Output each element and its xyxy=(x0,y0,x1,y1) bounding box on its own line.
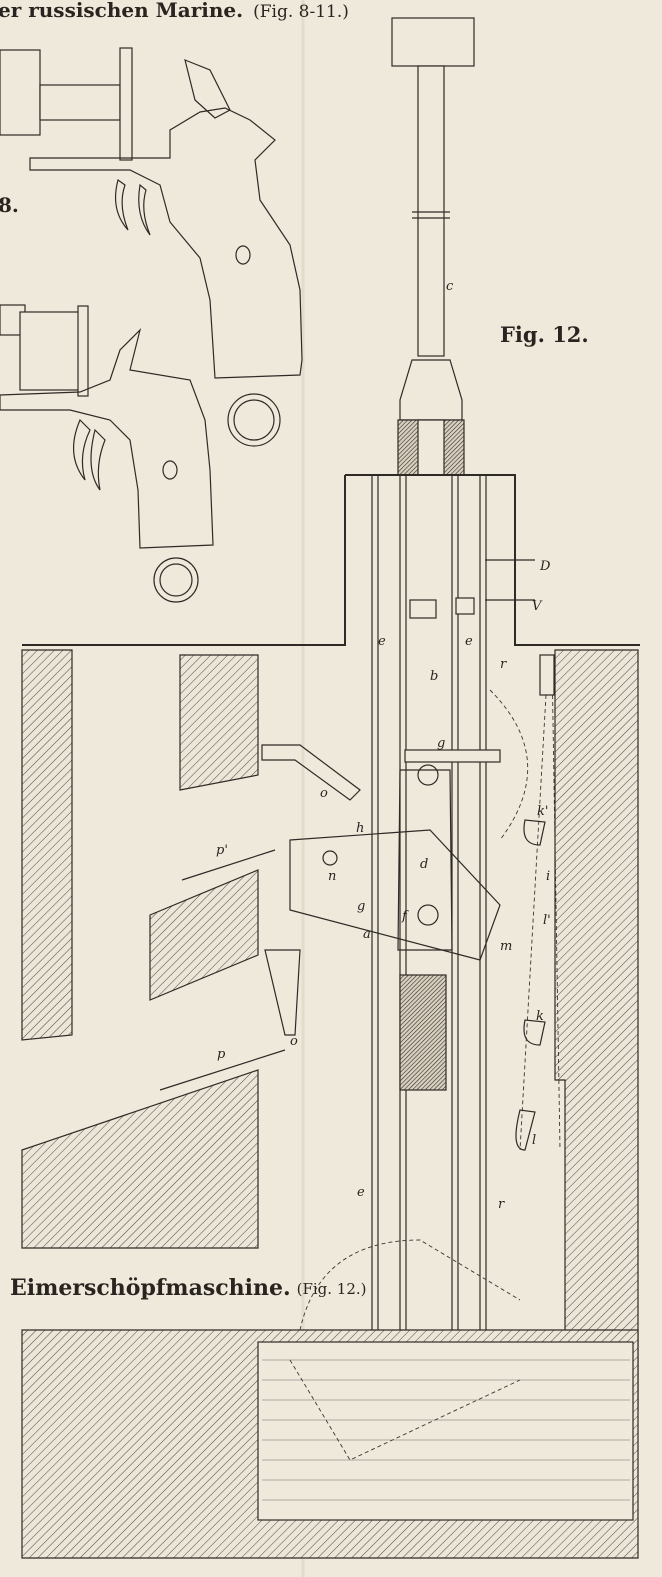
label-g2: g xyxy=(357,899,365,914)
label-e2: e xyxy=(465,634,473,649)
label-V: V xyxy=(532,599,543,614)
header-text: er russischen Marine. xyxy=(0,0,243,22)
water-lines xyxy=(262,1359,630,1501)
label-f: f xyxy=(401,909,409,924)
label-r1: r xyxy=(500,657,507,672)
revolver-lower xyxy=(0,304,214,603)
label-m: m xyxy=(500,939,512,954)
label-k1: k' xyxy=(537,804,548,819)
label-l: l xyxy=(532,1133,536,1148)
housing xyxy=(21,474,640,1559)
fig12-title: Fig. 12. xyxy=(500,322,589,347)
header-figref-text: (Fig. 8-11.) xyxy=(253,2,349,22)
revolver-upper xyxy=(0,47,303,447)
label-l1: l' xyxy=(543,913,551,928)
label-e1: e xyxy=(378,634,386,649)
label-i: i xyxy=(546,869,550,884)
pump-column xyxy=(391,17,475,476)
label-o1: o xyxy=(320,786,328,801)
label-r2: r xyxy=(498,1197,505,1212)
section-title: Eimerschöpfmaschine. xyxy=(10,1275,291,1301)
label-a: a xyxy=(363,927,371,942)
label-e3: e xyxy=(357,1185,365,1200)
fig-partial-label: 8. xyxy=(0,193,19,217)
label-n: n xyxy=(328,869,336,884)
section-figref: (Fig. 12.) xyxy=(297,1280,367,1298)
label-p: p xyxy=(217,1047,226,1062)
label-o2: o xyxy=(290,1034,298,1049)
label-k: k xyxy=(536,1009,544,1024)
label-p1: p' xyxy=(216,843,228,858)
label-d: d xyxy=(420,857,428,872)
label-b: b xyxy=(430,669,438,684)
label-h: h xyxy=(356,821,364,836)
label-g1: g xyxy=(437,736,445,751)
mechanism xyxy=(159,475,561,1461)
label-c: c xyxy=(446,279,454,294)
part-labels: c D V e e b r g o h d n g f a m p' p o k… xyxy=(216,279,551,1212)
label-D: D xyxy=(539,559,551,574)
